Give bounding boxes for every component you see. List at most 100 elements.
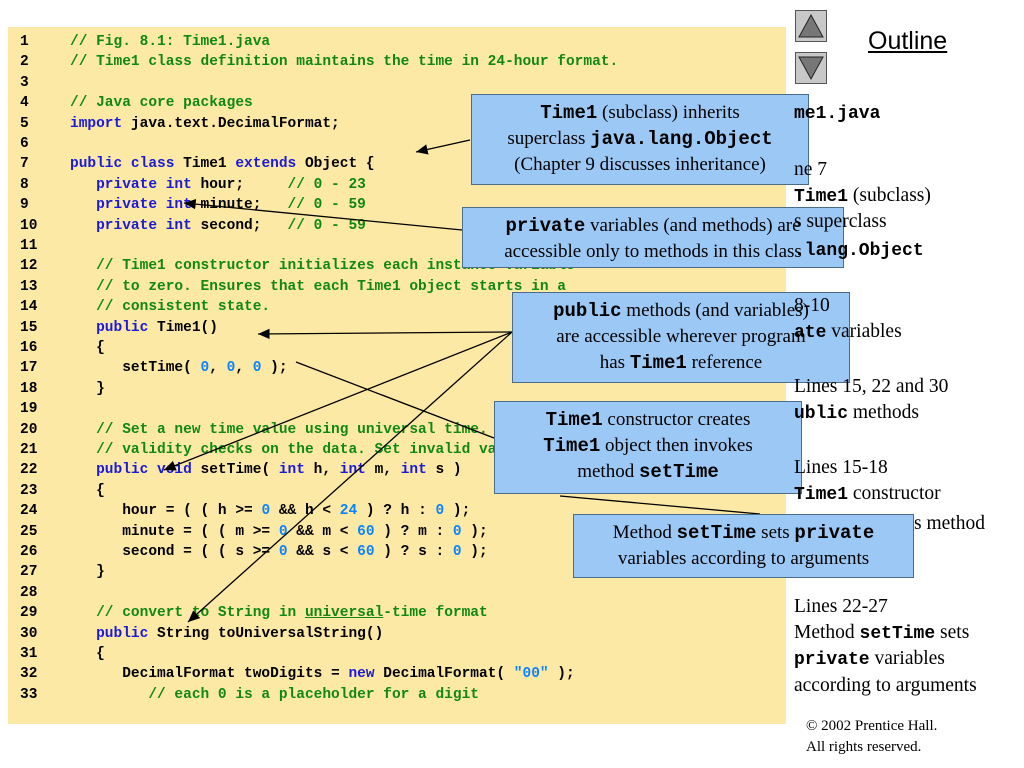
sidebar-line-7: ate variables <box>794 321 902 343</box>
callout-public-text1: methods (and variables) <box>621 300 809 321</box>
copyright: © 2002 Prentice Hall. All rights reserve… <box>806 716 937 758</box>
code-text: // convert to String in universal-time f… <box>70 605 488 622</box>
code-text: // Java core packages <box>70 95 253 112</box>
callout-private-text2: accessible only to methods in this class <box>504 241 802 262</box>
callout-settime-text3: variables according to arguments <box>617 548 870 569</box>
line-number: 28 <box>20 584 38 601</box>
copyright-line-2: All rights reserved. <box>806 739 922 755</box>
code-text: private int minute; // 0 - 59 <box>70 197 366 214</box>
callout-settime-text1: Method <box>612 522 677 543</box>
code-text: public Time1() <box>70 319 218 336</box>
sidebar-line-16: according to arguments <box>794 675 977 696</box>
code-text: { <box>70 482 105 499</box>
code-text: // Fig. 8.1: Time1.java <box>70 34 271 50</box>
copyright-line-1: © 2002 Prentice Hall. <box>806 718 938 734</box>
code-text: { <box>70 340 105 356</box>
callout-inherits-text1: (subclass) inherits <box>597 102 740 123</box>
code-text: second = ( ( s >= 0 && s < 60 ) ? s : 0 … <box>70 544 488 560</box>
line-number: 21 <box>20 442 38 458</box>
line-number: 23 <box>20 482 38 499</box>
callout-settime-mono2: private <box>794 522 875 544</box>
callout-inherits-text3: (Chapter 9 discusses inheritance) <box>514 154 766 175</box>
callout-constructor-text1: constructor creates <box>602 409 751 430</box>
line-number: 25 <box>20 523 38 540</box>
callout-settime: Method setTime sets private variables ac… <box>573 514 914 578</box>
sidebar-line-15: private variables <box>794 648 945 670</box>
line-number: 10 <box>20 217 38 234</box>
sidebar-line-3: Time1 (subclass) <box>794 185 931 207</box>
callout-constructor: Time1 constructor creates Time1 object t… <box>494 401 802 494</box>
sidebar-line-13: Lines 22-27 <box>794 596 888 617</box>
callout-constructor-text3: method <box>577 461 639 482</box>
sidebar-line-14: Method setTime sets <box>794 622 970 644</box>
sidebar-line-8: Lines 15, 22 and 30 <box>794 376 949 397</box>
callout-public-text3a: has <box>599 352 630 373</box>
line-number: 5 <box>20 115 29 132</box>
code-text: // to zero. Ensures that each Time1 obje… <box>70 278 566 295</box>
callout-public-mono: public <box>553 300 622 322</box>
line-number: 15 <box>20 319 38 336</box>
sidebar-line-11: Time1 constructor <box>794 483 941 505</box>
nav-down-button[interactable] <box>795 52 827 84</box>
code-text: public void setTime( int h, int m, int s… <box>70 462 462 479</box>
line-number: 31 <box>20 646 38 662</box>
sidebar-line-5: .lang.Object <box>794 241 924 261</box>
line-number: 33 <box>20 686 38 703</box>
line-number: 22 <box>20 462 38 479</box>
callout-constructor-text2: object then invokes <box>600 435 753 456</box>
code-text: minute = ( ( m >= 0 && m < 60 ) ? m : 0 … <box>70 523 488 540</box>
line-number: 17 <box>20 360 38 377</box>
sidebar-line-6: 8-10 <box>794 295 830 316</box>
sidebar-line-12: s method <box>914 513 985 534</box>
code-text: } <box>70 380 105 397</box>
line-number: 7 <box>20 156 29 173</box>
callout-inherits-mono2: java.lang.Object <box>590 128 773 150</box>
line-number: 24 <box>20 503 38 520</box>
code-text: hour = ( ( h >= 0 && h < 24 ) ? h : 0 ); <box>70 503 471 520</box>
callout-constructor-mono1: Time1 <box>545 409 603 431</box>
code-text: // consistent state. <box>70 299 271 316</box>
line-number: 11 <box>20 238 38 254</box>
code-text: DecimalFormat twoDigits = new DecimalFor… <box>70 666 575 683</box>
outline-title[interactable]: Outline <box>868 27 948 55</box>
code-text: // Set a new time value using universal … <box>70 421 558 438</box>
code-text: // each 0 is a placeholder for a digit <box>70 686 479 703</box>
code-text: public class Time1 extends Object { <box>70 156 375 173</box>
sidebar-line-4: s superclass <box>794 211 887 232</box>
triangle-up-icon <box>798 13 824 38</box>
callout-private: private variables (and methods) are acce… <box>462 207 844 268</box>
line-number: 1 <box>20 34 29 50</box>
sidebar-line-2: ne 7 <box>794 159 828 180</box>
line-number: 16 <box>20 340 38 356</box>
callout-constructor-mono3: setTime <box>638 461 719 483</box>
callout-public-text3b: reference <box>686 352 763 373</box>
code-text: import java.text.DecimalFormat; <box>70 115 340 132</box>
callout-public-mono3: Time1 <box>629 352 687 374</box>
line-number: 29 <box>20 605 38 622</box>
line-number: 12 <box>20 258 38 275</box>
callout-inherits: Time1 (subclass) inherits superclass jav… <box>471 94 809 185</box>
line-number: 27 <box>20 564 38 581</box>
callout-settime-text2: sets <box>756 522 795 543</box>
callout-public-text2: are accessible wherever program <box>556 326 806 347</box>
triangle-down-icon <box>798 56 824 81</box>
line-number: 26 <box>20 544 38 560</box>
line-number: 18 <box>20 380 38 397</box>
sidebar-line-9: ublic methods <box>794 402 919 424</box>
callout-settime-mono1: setTime <box>676 522 757 544</box>
code-text: private int hour; // 0 - 23 <box>70 176 366 193</box>
line-number: 20 <box>20 421 38 438</box>
line-number: 2 <box>20 54 29 71</box>
sidebar-line-1: me1.java <box>794 104 881 124</box>
line-number: 32 <box>20 666 38 683</box>
line-number: 6 <box>20 136 29 152</box>
code-text: } <box>70 564 105 581</box>
line-number: 14 <box>20 299 38 316</box>
line-number: 9 <box>20 197 29 214</box>
callout-private-text1: variables (and methods) are <box>585 215 801 236</box>
code-text: public String toUniversalString() <box>70 625 384 642</box>
code-text: { <box>70 646 105 662</box>
nav-up-button[interactable] <box>795 10 827 42</box>
callout-private-mono: private <box>505 215 586 237</box>
callout-inherits-mono: Time1 <box>540 102 598 124</box>
